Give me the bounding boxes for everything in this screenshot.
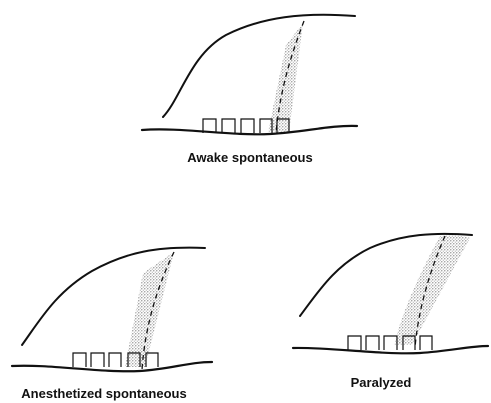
base-line: [142, 126, 357, 134]
caption-anesthetized: Anesthetized spontaneous: [21, 386, 186, 401]
panel-awake: Awake spontaneous: [142, 15, 357, 165]
caption-paralyzed: Paralyzed: [351, 375, 412, 390]
base-line: [293, 346, 488, 353]
caption-awake: Awake spontaneous: [187, 150, 312, 165]
diaphragm-outline: [22, 248, 205, 345]
diaphragm-outline: [163, 15, 355, 117]
panel-paralyzed: Paralyzed: [293, 234, 488, 390]
shaded-region: [394, 235, 470, 345]
alveoli-boxes: [348, 336, 432, 350]
base-line: [12, 362, 212, 371]
panel-anesthetized: Anesthetized spontaneous: [12, 248, 212, 401]
